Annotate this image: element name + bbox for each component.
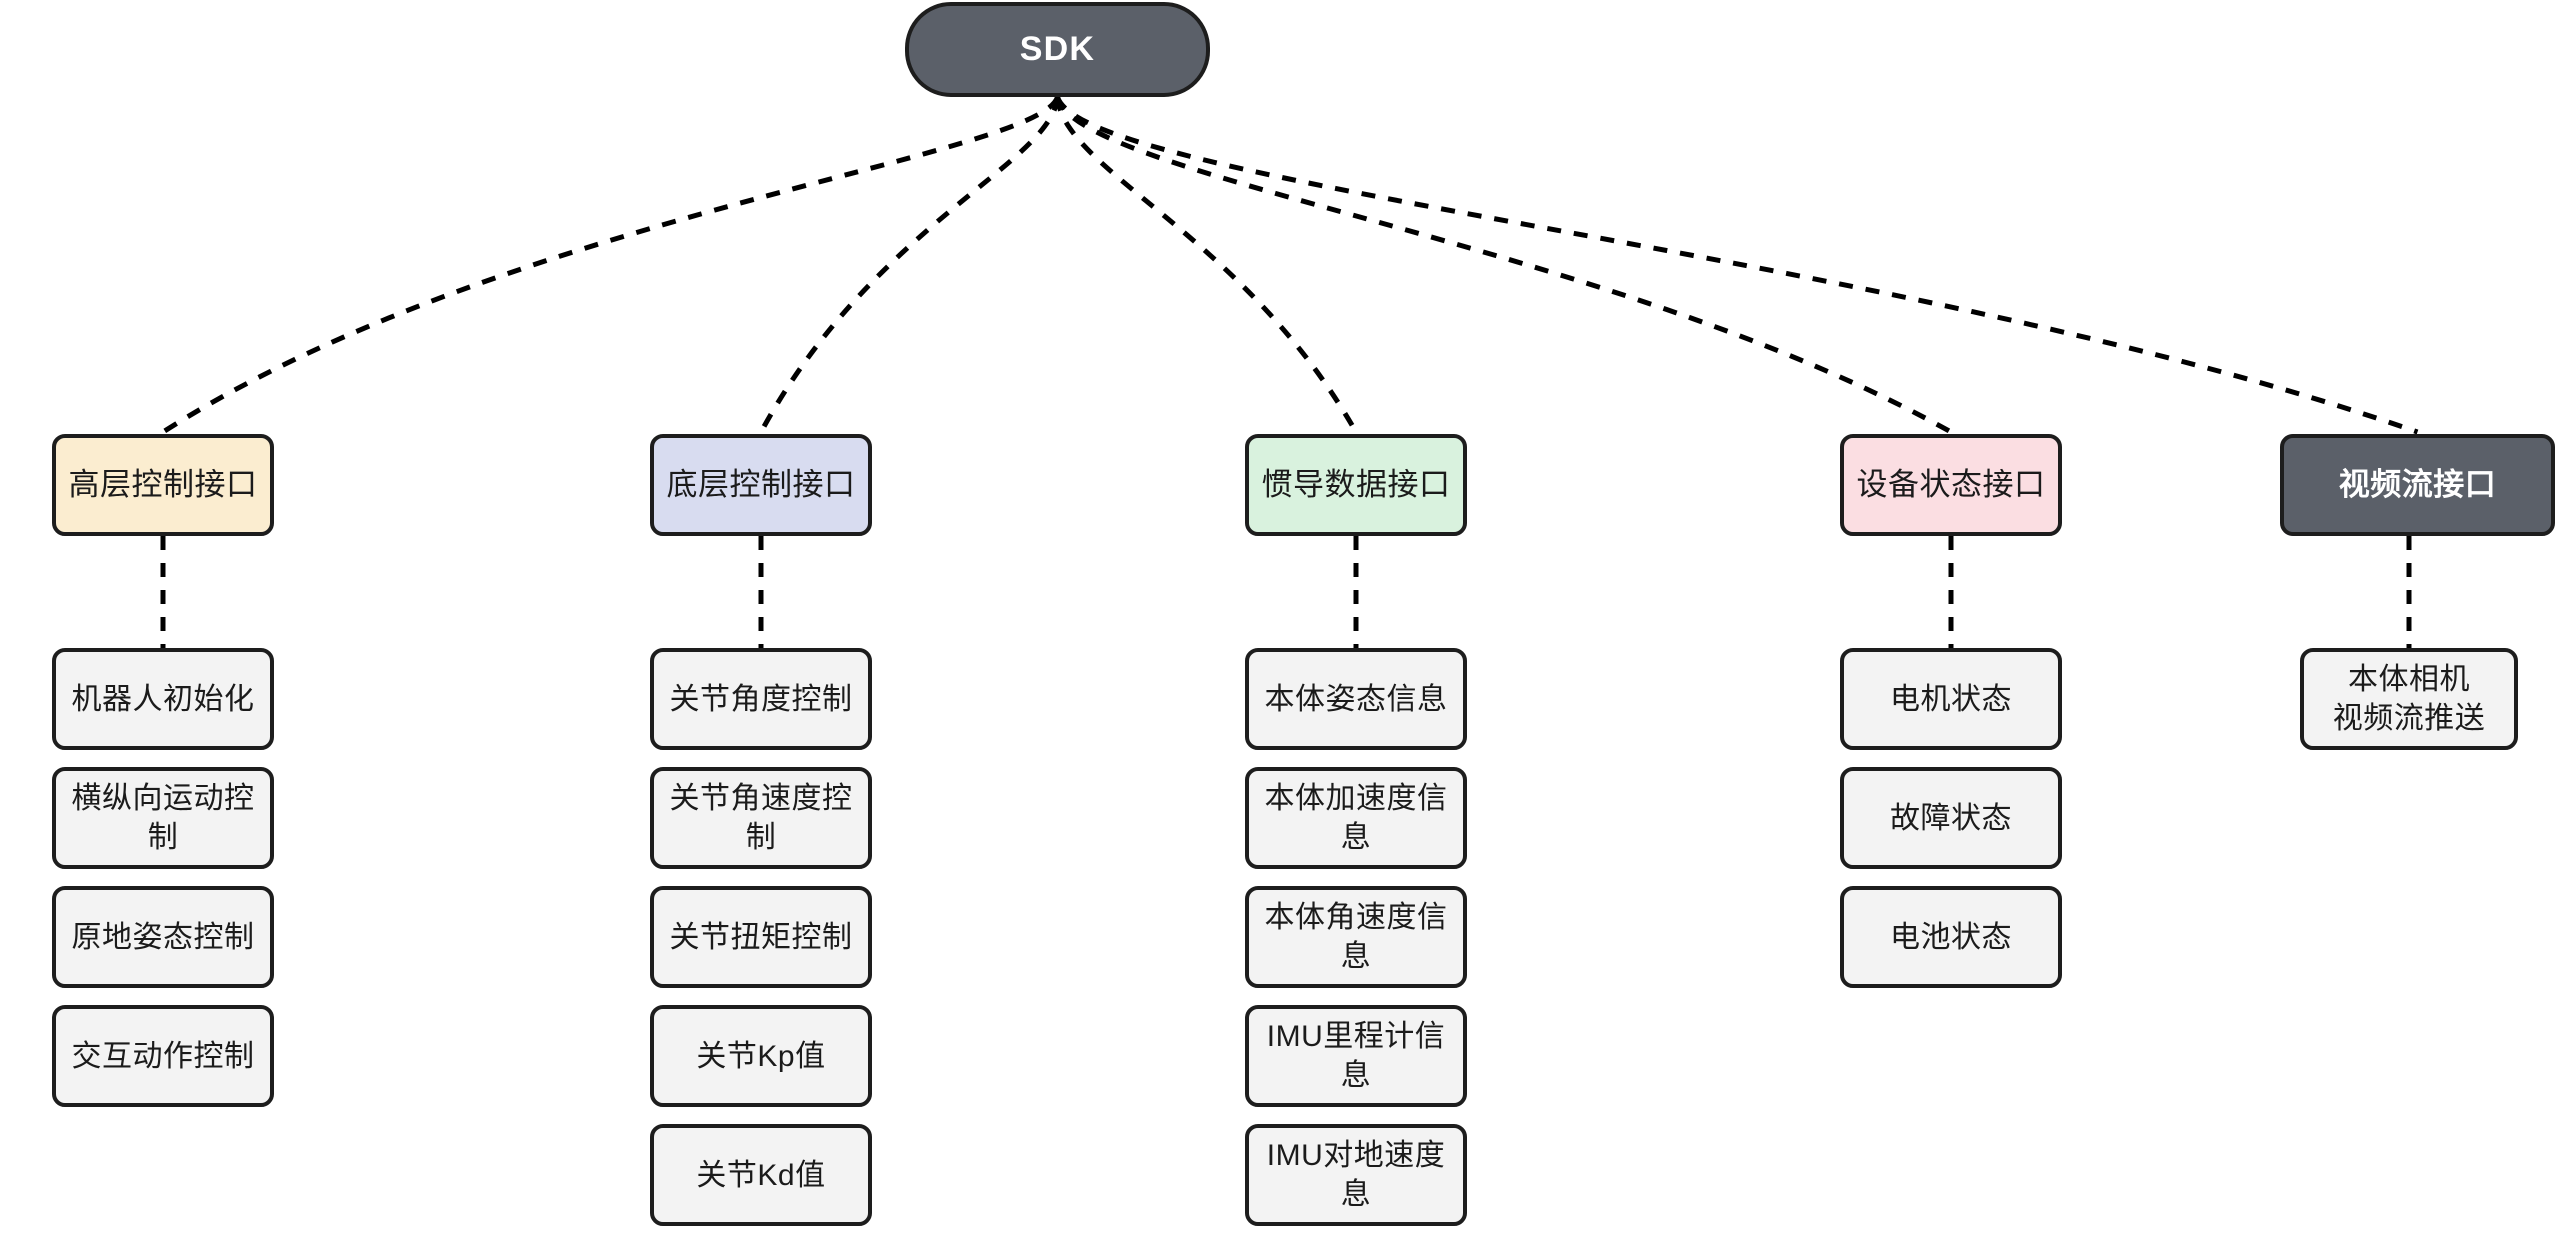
leaf-node-device-status-2-label: 电池状态 [1890,920,2012,954]
leaf-node-low-level-control-1-label: 关节角速度控制 [669,782,853,854]
root-node-sdk-label: SDK [1019,30,1096,69]
leaf-node-high-level-control-3-label: 交互动作控制 [71,1039,255,1073]
leaf-node-low-level-control-4[interactable]: 关节Kd值 [650,1124,872,1226]
edge-sdk-to-device-status [1055,96,1953,435]
leaf-node-high-level-control-0[interactable]: 机器人初始化 [52,648,274,750]
leaf-node-imu-data-4[interactable]: IMU对地速度息 [1245,1124,1467,1226]
category-node-device-status[interactable]: 设备状态接口 [1840,434,2062,536]
leaf-node-device-status-2[interactable]: 电池状态 [1840,886,2062,988]
category-node-device-status-label: 设备状态接口 [1856,466,2046,502]
leaf-node-imu-data-4-label: IMU对地速度息 [1266,1139,1446,1211]
category-node-low-level-control-label: 底层控制接口 [666,466,856,502]
leaf-node-device-status-0-label: 电机状态 [1890,682,2012,716]
leaf-node-low-level-control-3-label: 关节Kp值 [696,1039,826,1073]
leaf-node-low-level-control-2[interactable]: 关节扭矩控制 [650,886,872,988]
edge-sdk-to-video-stream [1055,96,2419,435]
leaf-node-imu-data-3[interactable]: IMU里程计信息 [1245,1005,1467,1107]
leaf-node-video-stream-0[interactable]: 本体相机 视频流推送 [2300,648,2518,750]
leaf-node-low-level-control-0-label: 关节角度控制 [669,682,853,716]
category-node-low-level-control[interactable]: 底层控制接口 [650,434,872,536]
edge-sdk-to-high-level-control [161,95,1060,435]
leaf-node-imu-data-2-label: 本体角速度信息 [1264,901,1448,973]
leaf-node-imu-data-2[interactable]: 本体角速度信息 [1245,886,1467,988]
leaf-node-video-stream-0-label: 本体相机 视频流推送 [2332,663,2486,735]
leaf-node-high-level-control-0-label: 机器人初始化 [71,682,255,716]
root-node-sdk[interactable]: SDK [905,2,1210,97]
leaf-node-device-status-1-label: 故障状态 [1890,801,2012,835]
leaf-node-imu-data-1-label: 本体加速度信息 [1264,782,1448,854]
leaf-node-device-status-0[interactable]: 电机状态 [1840,648,2062,750]
leaf-node-high-level-control-3[interactable]: 交互动作控制 [52,1005,274,1107]
leaf-node-imu-data-0-label: 本体姿态信息 [1264,682,1448,716]
category-node-imu-data-label: 惯导数据接口 [1261,466,1451,502]
edge-sdk-to-low-level-control [758,96,1060,434]
leaf-node-imu-data-3-label: IMU里程计信息 [1266,1020,1446,1092]
category-node-high-level-control-label: 高层控制接口 [68,466,258,502]
category-node-imu-data[interactable]: 惯导数据接口 [1245,434,1467,536]
category-node-high-level-control[interactable]: 高层控制接口 [52,434,274,536]
leaf-node-low-level-control-1[interactable]: 关节角速度控制 [650,767,872,869]
leaf-node-high-level-control-1[interactable]: 横纵向运动控制 [52,767,274,869]
leaf-node-high-level-control-2-label: 原地姿态控制 [71,920,255,954]
leaf-node-imu-data-1[interactable]: 本体加速度信息 [1245,767,1467,869]
leaf-node-high-level-control-2[interactable]: 原地姿态控制 [52,886,274,988]
edge-sdk-to-imu-data [1055,96,1359,434]
leaf-node-high-level-control-1-label: 横纵向运动控制 [71,782,255,854]
leaf-node-low-level-control-2-label: 关节扭矩控制 [669,920,853,954]
leaf-node-low-level-control-4-label: 关节Kd值 [696,1158,826,1192]
category-node-video-stream-label: 视频流接口 [2338,466,2497,502]
leaf-node-low-level-control-0[interactable]: 关节角度控制 [650,648,872,750]
leaf-node-imu-data-0[interactable]: 本体姿态信息 [1245,648,1467,750]
category-node-video-stream[interactable]: 视频流接口 [2280,434,2555,536]
leaf-node-low-level-control-3[interactable]: 关节Kp值 [650,1005,872,1107]
leaf-node-device-status-1[interactable]: 故障状态 [1840,767,2062,869]
